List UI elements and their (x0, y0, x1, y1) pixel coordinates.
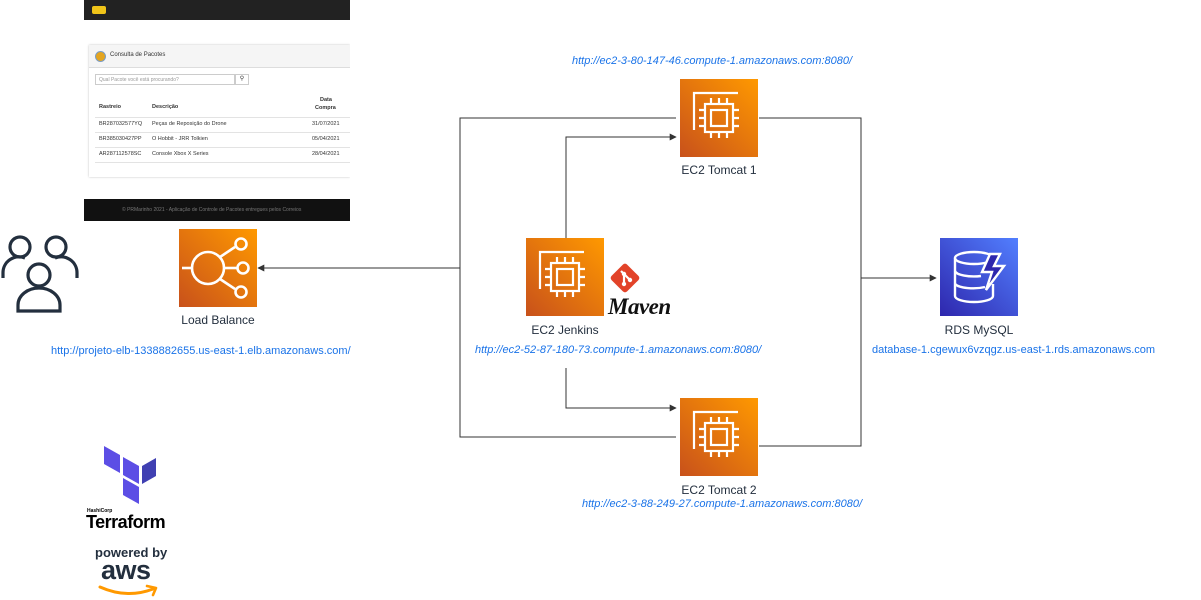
chip-icon (692, 91, 739, 138)
wire-loop-to-tomcat1 (459, 117, 676, 268)
cell-data: 05/04/2021 (312, 136, 340, 142)
load-balancer-url[interactable]: http://projeto-elb-1338882655.us-east-1.… (51, 345, 351, 357)
app-footer: © PRMarinho 2021 - Aplicação de Controle… (84, 199, 350, 221)
wire-tomcat2-to-rds (759, 278, 862, 447)
row-divider (95, 117, 350, 118)
ec2-tomcat-1-url[interactable]: http://ec2-3-80-147-46.compute-1.amazona… (572, 55, 853, 67)
package-panel: Consulta de Pacotes Qual Pacote você est… (89, 45, 350, 177)
ec2-tomcat-1-label: EC2 Tomcat 1 (681, 163, 757, 177)
load-balancer-node[interactable] (179, 229, 257, 307)
col-header-compra: Compra (315, 105, 336, 111)
cell-descricao: Peças de Reposição do Drone (152, 121, 227, 127)
wire-loop-to-tomcat2 (459, 268, 676, 438)
aws-text: aws (101, 555, 151, 585)
rds-mysql-node[interactable] (940, 238, 1018, 316)
ec2-tomcat-1-node[interactable] (680, 79, 758, 157)
row-divider (95, 162, 350, 163)
app-top-bar (84, 0, 350, 20)
wire-jenkins-to-tomcat2 (565, 368, 677, 412)
search-input[interactable]: Qual Pacote você está procurando? (95, 74, 235, 85)
panel-header: Consulta de Pacotes (89, 45, 350, 68)
wire-tomcat1-to-rds (759, 117, 862, 278)
wire-jenkins-to-tomcat1 (565, 133, 677, 238)
row-divider (95, 132, 350, 133)
cell-descricao: Console Xbox X Series (152, 151, 209, 157)
aws-smile-icon (98, 584, 158, 597)
col-header-rastreio: Rastreio (99, 104, 122, 110)
hashicorp-text: HashiCorp (87, 508, 113, 514)
load-balancer-icon (182, 237, 250, 299)
rds-mysql-label: RDS MySQL (944, 323, 1014, 337)
cell-rastreio: BR385030427PP (99, 136, 142, 142)
chip-icon (538, 250, 585, 297)
load-balancer-label: Load Balance (181, 313, 255, 327)
ec2-jenkins-node[interactable] (526, 238, 604, 316)
ec2-tomcat-2-label: EC2 Tomcat 2 (681, 483, 757, 497)
ec2-jenkins-url[interactable]: http://ec2-52-87-180-73.compute-1.amazon… (475, 344, 762, 356)
cell-descricao: O Hobbit - JRR Tolkien (152, 136, 208, 142)
powered-by-text: powered by (95, 545, 168, 560)
col-header-descricao: Descrição (152, 104, 179, 110)
cell-data: 31/07/2021 (312, 121, 340, 127)
app-screenshot: Consulta de Pacotes Qual Pacote você est… (84, 0, 350, 221)
footer-text: © PRMarinho 2021 - Aplicação de Controle… (122, 207, 302, 213)
search-button[interactable]: ⚲ (235, 74, 249, 85)
cell-data: 28/04/2021 (312, 151, 340, 157)
chip-icon (692, 410, 739, 457)
ec2-tomcat-2-url[interactable]: http://ec2-3-88-249-27.compute-1.amazona… (582, 498, 863, 510)
row-divider (95, 147, 350, 148)
cell-rastreio: BR287032577YQ (99, 121, 143, 127)
ec2-tomcat-2-node[interactable] (680, 398, 758, 476)
ec2-jenkins-label: EC2 Jenkins (531, 323, 599, 337)
cell-rastreio: AR287112578SC (99, 151, 142, 157)
git-icon (610, 263, 640, 293)
users-icon (1, 235, 79, 313)
panel-title: Consulta de Pacotes (110, 52, 166, 58)
globe-icon (95, 51, 106, 62)
terraform-icon (104, 446, 156, 504)
truck-icon (92, 6, 106, 14)
database-icon (953, 250, 1007, 304)
rds-mysql-url[interactable]: database-1.cgewux6vzqgz.us-east-1.rds.am… (872, 344, 1156, 356)
magnifier-icon: ⚲ (239, 76, 245, 82)
col-header-data: Data (320, 97, 332, 103)
terraform-text: Terraform (86, 512, 166, 532)
maven-logo: Maven (608, 294, 671, 319)
